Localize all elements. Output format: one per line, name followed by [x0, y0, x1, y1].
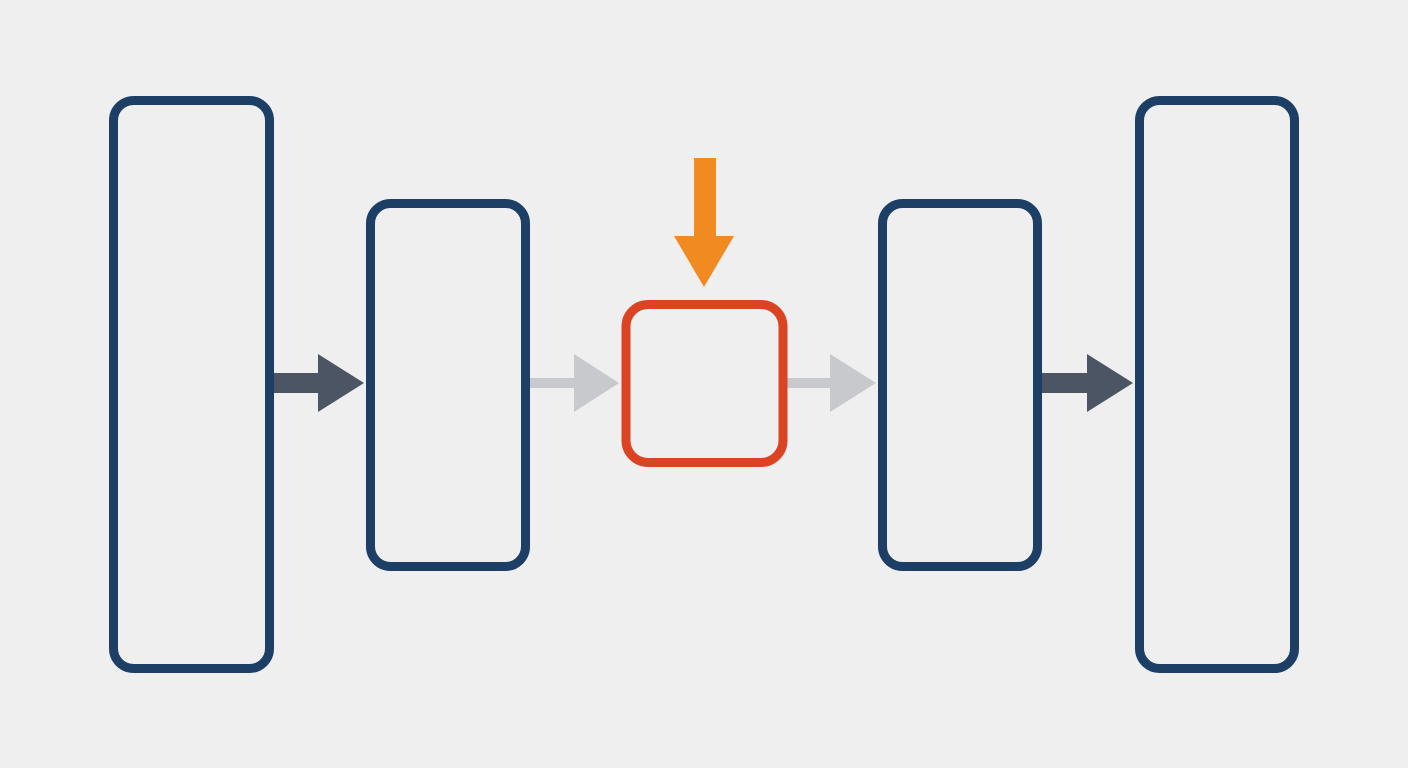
- block-4: [878, 199, 1042, 571]
- block-3: [621, 300, 788, 467]
- block-1: [109, 96, 274, 673]
- orange-down-arrow-icon: [674, 158, 734, 287]
- blocks: [109, 96, 1299, 673]
- arrow-block-3-to-block-4: [779, 354, 876, 412]
- connections: [266, 354, 1133, 412]
- block-5: [1135, 96, 1299, 673]
- arrow-block-1-to-block-2: [266, 354, 364, 412]
- arrow-block-2-to-block-3: [522, 354, 619, 412]
- block-2: [366, 199, 530, 571]
- arrow-block-4-to-block-5: [1036, 354, 1133, 412]
